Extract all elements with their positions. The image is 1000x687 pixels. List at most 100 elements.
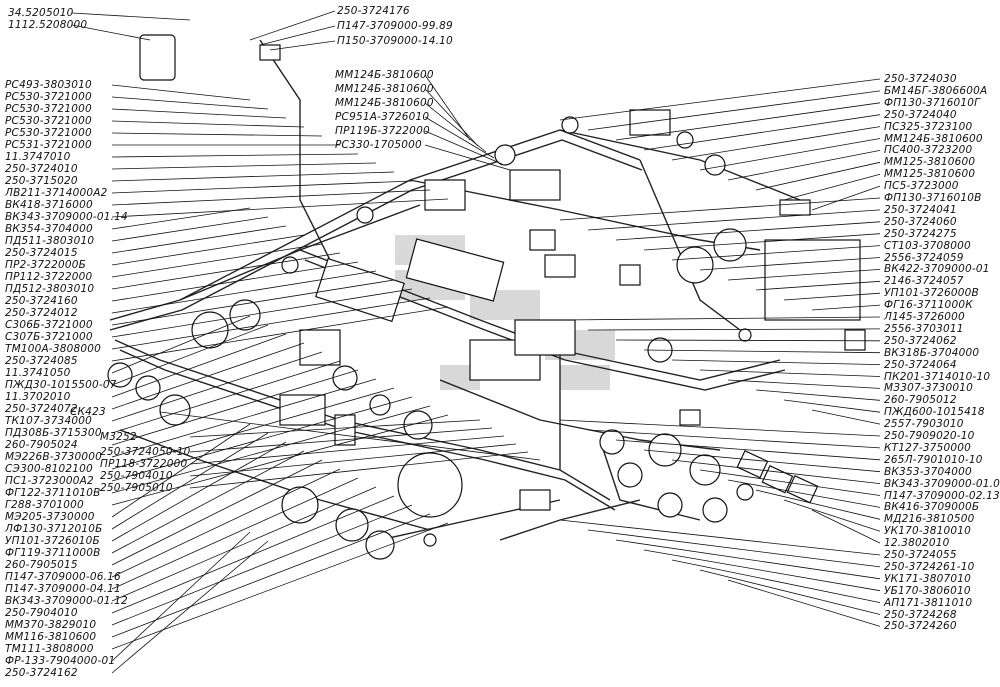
leader-line (559, 519, 881, 556)
leader-line (783, 499, 881, 532)
part-label: РС330-1705000 (335, 139, 422, 151)
part-label: 250-3724015 (5, 247, 78, 259)
leader-line (699, 138, 881, 171)
part-label: УБ170-3806010 (884, 584, 971, 597)
leader-line (269, 40, 336, 51)
part-label: 250-3724160 (5, 295, 78, 307)
part-label: 250-3724064 (884, 358, 957, 371)
leader-line (111, 96, 269, 110)
leader-line (559, 197, 881, 221)
leader-line (111, 252, 341, 290)
leader-line (615, 539, 881, 580)
leader-line (111, 84, 251, 101)
leader-line (424, 144, 511, 171)
leader-line (71, 12, 191, 21)
part-label: СТ103-3708000 (884, 239, 971, 252)
leader-line (189, 419, 481, 438)
part-label: 260-7905015 (5, 559, 78, 571)
leader-line (111, 504, 413, 626)
part-label: ВК418-3716000 (5, 199, 93, 211)
leader-line (111, 342, 305, 410)
part-label: ММ370-3829010 (5, 619, 97, 631)
part-label: РС951А-3726010 (335, 111, 430, 123)
leader-line (111, 333, 287, 398)
leader-line (424, 130, 503, 165)
leader-line (71, 24, 151, 41)
leader-line (111, 120, 305, 128)
part-label: М3252 (100, 431, 137, 443)
leader-line (111, 288, 413, 338)
leader-line (111, 432, 269, 530)
part-label: ФР-133-7904000-01 (5, 655, 116, 667)
part-label: 250-7904010 (100, 470, 173, 482)
part-label: Г288-3701000 (5, 499, 84, 511)
part-label: 260-7905024 (5, 439, 78, 451)
leader-line (111, 132, 323, 137)
leader-line (111, 540, 269, 674)
leader-line (727, 269, 881, 281)
leader-line (111, 468, 341, 578)
leader-line (189, 427, 493, 453)
leader-line (811, 509, 881, 544)
part-label: П147-3709000-02.13 (884, 489, 1000, 502)
leader-line (111, 162, 377, 170)
leader-line (615, 439, 881, 461)
leader-line (111, 387, 395, 470)
leader-line (111, 189, 431, 206)
leader-line (643, 233, 881, 251)
leader-line (111, 513, 431, 638)
part-label: ПР112-3722000 (5, 271, 93, 283)
leader-line (643, 449, 881, 473)
leader-line (755, 389, 881, 401)
leader-line (189, 435, 505, 465)
leader-line (111, 108, 287, 119)
part-label: ПК201-3714010-10 (884, 370, 991, 383)
part-label: П147-3709000-99.89 (337, 20, 453, 32)
leader-line (189, 451, 529, 489)
leader-line (755, 161, 881, 191)
leader-line (111, 153, 359, 158)
part-label: ПД308Б-3715300 (5, 427, 102, 439)
part-label: 250-7905010 (100, 482, 173, 494)
leader-line (671, 359, 881, 365)
leader-line (111, 531, 251, 662)
part-label: ВК353-3704000 (884, 465, 972, 478)
leader-line (615, 102, 881, 141)
part-label: УК170-3810010 (884, 525, 972, 538)
leader-line (587, 429, 881, 449)
leader-line (111, 198, 449, 218)
leader-line (811, 185, 881, 211)
part-label: 250-3724060 (884, 215, 957, 228)
part-label: 250-3724030 (884, 73, 957, 85)
leader-line (643, 549, 881, 592)
part-label: МЭ226В-3730000 (5, 451, 102, 463)
part-label: 250-3715020 (5, 175, 78, 187)
leader-lines (71, 10, 881, 674)
part-label: ТК107-3734000 (5, 415, 93, 427)
leader-line (755, 489, 881, 520)
leader-line (111, 216, 269, 242)
part-label: С306Б-3721000 (5, 319, 93, 331)
part-label: ВК343-3709000-01.14 (5, 211, 128, 223)
part-label: 250-3724055 (884, 549, 957, 561)
part-label: ЛВ211-3714000А2 (5, 187, 108, 199)
part-label: ПС325-3723100 (884, 120, 973, 133)
leader-line (424, 88, 479, 147)
part-label: ФГ119-3711000В (5, 547, 101, 559)
part-label: 11.3702010 (5, 391, 71, 403)
part-label: ММ124Б-3810600 (335, 83, 434, 95)
leader-line (111, 180, 413, 194)
leader-line (111, 486, 377, 602)
leader-line (111, 360, 341, 434)
part-label: ВК416-3709000Б (884, 501, 980, 514)
part-label: УП101-3726010Б (5, 535, 100, 547)
part-label: ВК318Б-3704000 (884, 346, 980, 359)
part-label: КТ127-3750000 (884, 441, 972, 454)
leader-line (111, 378, 377, 458)
part-label: РС530-3721000 (5, 91, 92, 103)
leader-line (559, 419, 881, 437)
leader-line (727, 479, 881, 508)
leader-line (811, 409, 881, 425)
part-label: 11.3741050 (5, 367, 71, 379)
